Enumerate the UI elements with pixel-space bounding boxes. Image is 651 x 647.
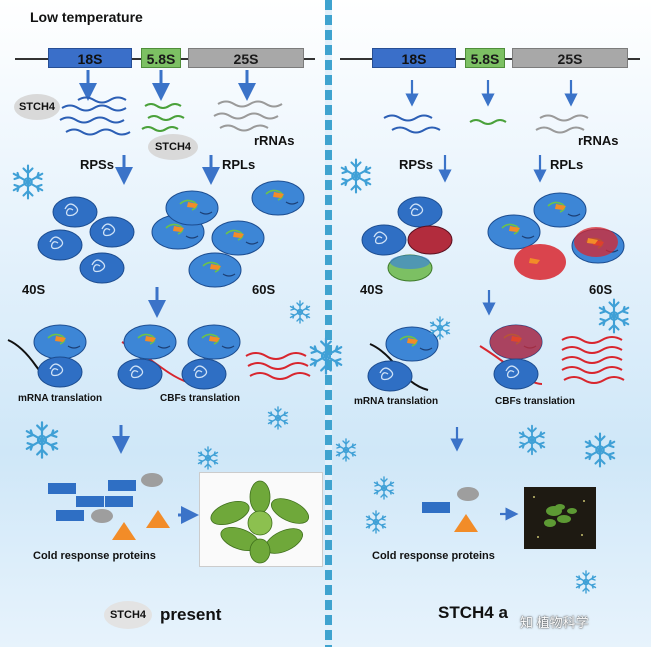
- right-cold-response-proteins: [422, 487, 479, 532]
- left-25s-rrna: [214, 102, 282, 131]
- right-stressed-plant-image: [524, 487, 596, 549]
- right-mrna-translation: [368, 327, 438, 391]
- right-40s-ribosomes: [362, 197, 452, 281]
- left-cold-response-proteins: [48, 473, 170, 540]
- healthy-plant-icon: [200, 473, 322, 566]
- right-18s-rrna: [384, 116, 440, 133]
- left-arrows: [88, 70, 247, 515]
- left-healthy-plant-image: [199, 472, 323, 567]
- right-arrows: [412, 80, 571, 514]
- right-58s-rrna: [470, 120, 506, 124]
- left-mrna-translation: [8, 325, 86, 387]
- left-60s-ribosomes: [152, 181, 304, 287]
- left-cbf-translation: [118, 325, 310, 389]
- right-cbf-translation: [480, 325, 624, 389]
- right-25s-rrna: [536, 116, 588, 133]
- left-58s-rrna: [142, 104, 184, 131]
- left-40s-ribosomes: [38, 197, 134, 283]
- stressed-plant-icon: [524, 487, 596, 549]
- left-18s-rrna: [60, 98, 130, 135]
- right-60s-ribosomes: [488, 193, 624, 280]
